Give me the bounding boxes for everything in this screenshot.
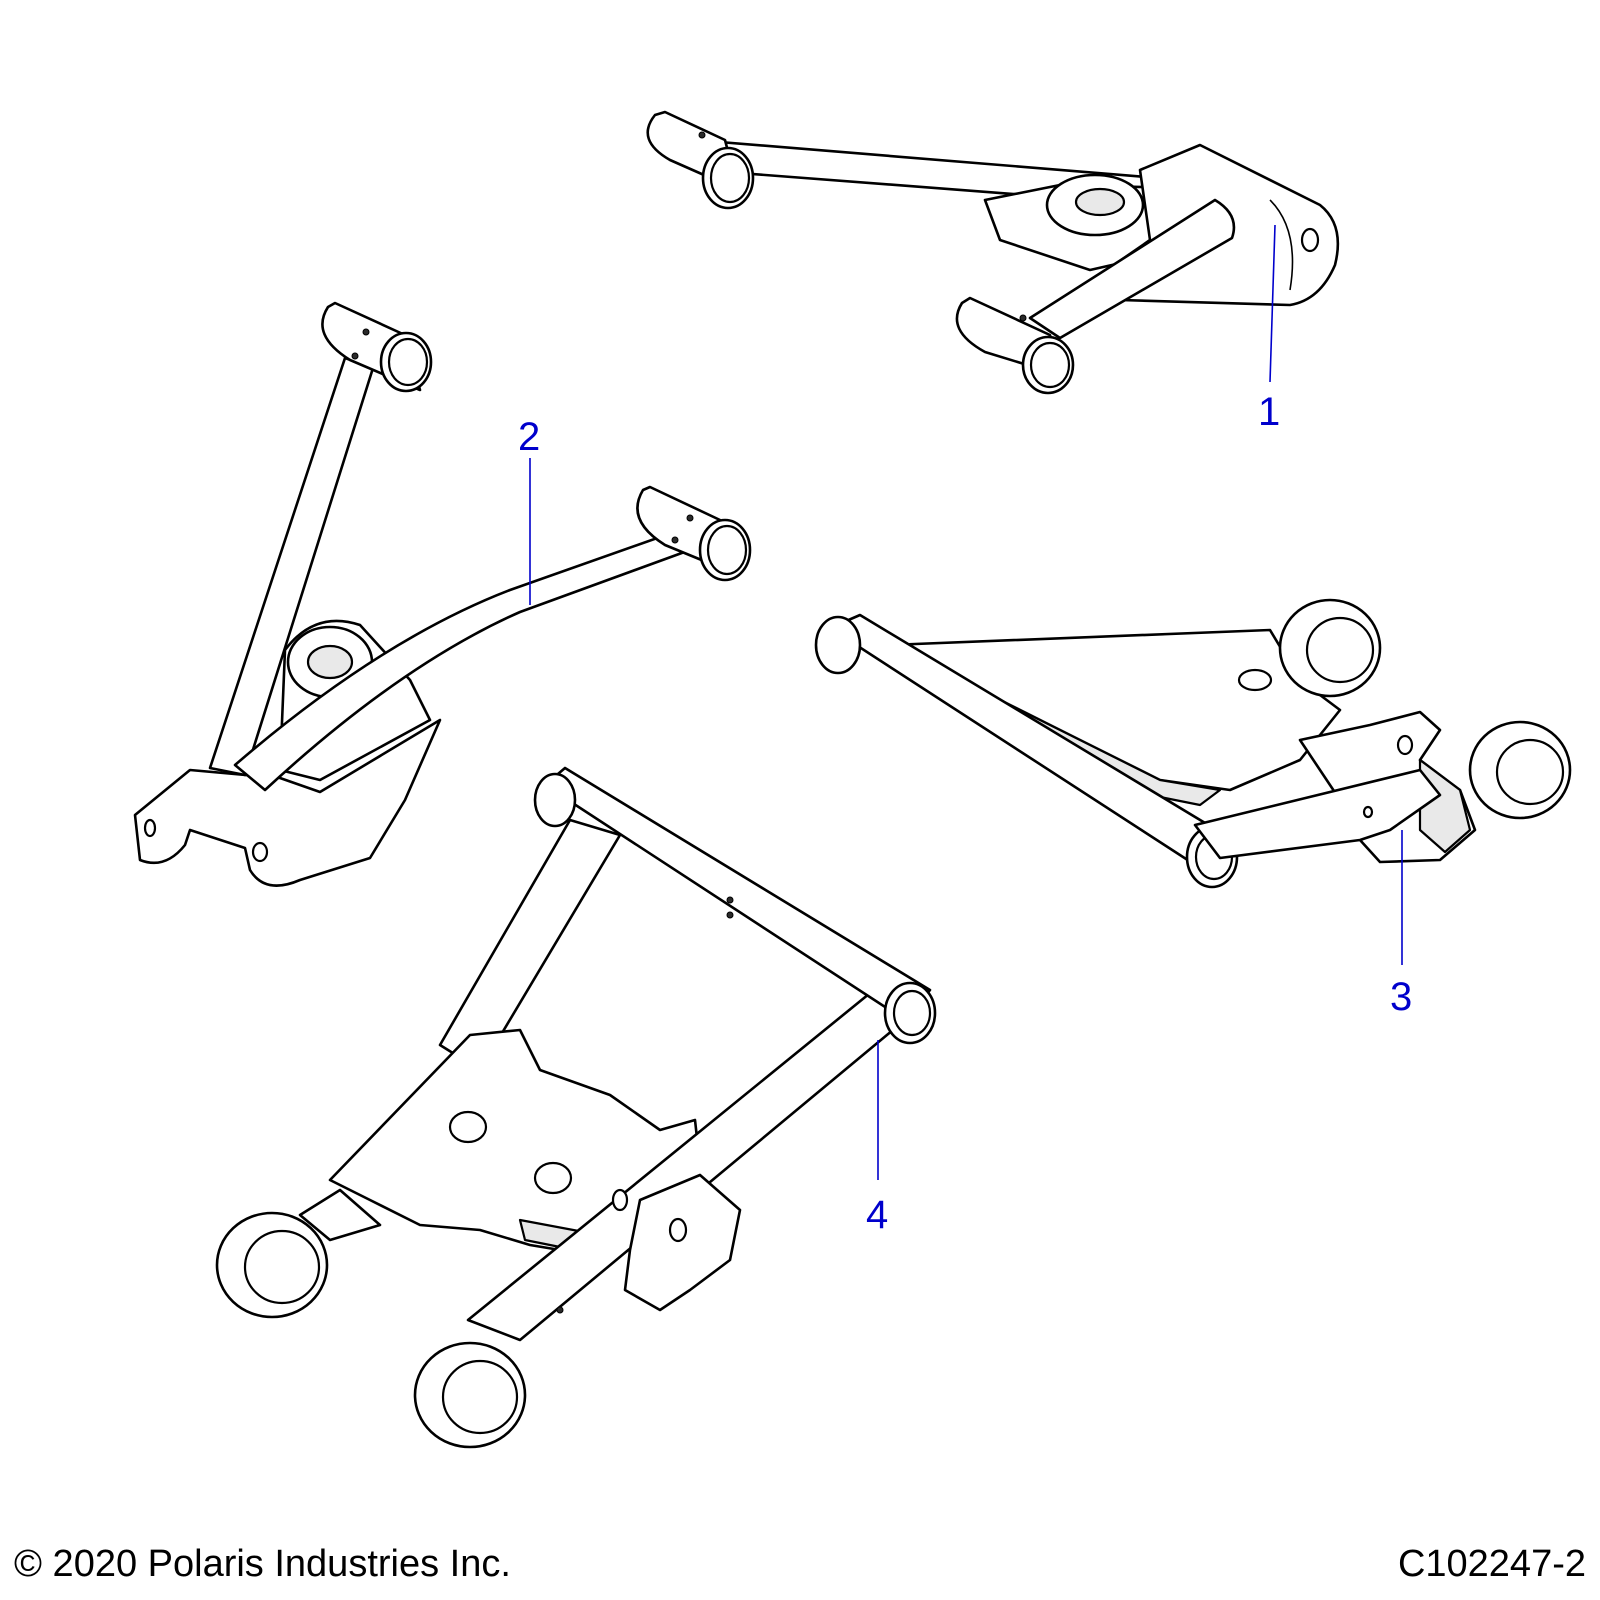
copyright-notice: © 2020 Polaris Industries Inc.: [14, 1543, 511, 1585]
callout-1: 1: [1258, 390, 1280, 434]
leader-1: [1269, 224, 1276, 383]
part-1-a-arm: [646, 110, 1340, 395]
drawing-number: C102247-2: [1397, 1543, 1586, 1585]
part-4-a-arm: [215, 766, 937, 1449]
part-3-a-arm: [814, 598, 1572, 889]
callout-4: 4: [866, 1193, 888, 1237]
callout-2: 2: [518, 415, 540, 459]
part-2-a-arm: [133, 301, 752, 887]
callout-3: 3: [1390, 975, 1412, 1019]
